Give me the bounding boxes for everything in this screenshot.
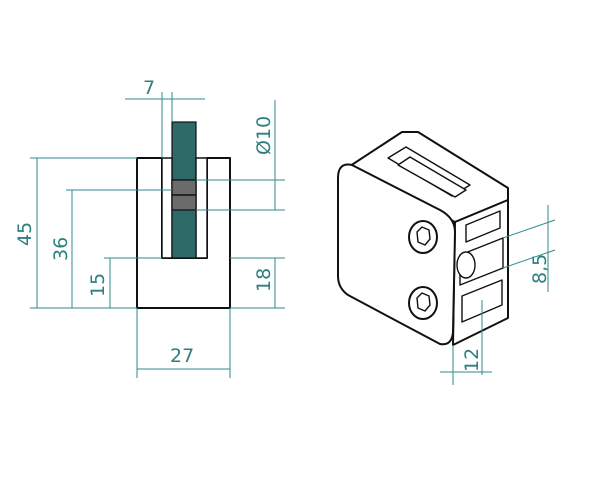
pin-diameter-label: Ø10 [253, 116, 275, 155]
front-view: 7 Ø10 18 45 36 15 27 [14, 77, 285, 378]
isometric-view: 12 8,5 [337, 131, 556, 385]
lower-height-label: 15 [87, 273, 109, 297]
glass-panel-top [171, 121, 197, 181]
center-height-label: 36 [50, 237, 72, 261]
slot-width-label: 12 [461, 348, 483, 372]
inner-height-label: 18 [253, 268, 275, 292]
gap-dimension-label: 7 [143, 77, 155, 99]
height-label: 45 [14, 222, 36, 246]
left-insert [161, 157, 173, 259]
right-insert [195, 157, 208, 259]
slot-height-label: 8,5 [529, 254, 551, 284]
iso-side-slot-upper [465, 210, 501, 243]
width-label: 27 [170, 345, 194, 367]
